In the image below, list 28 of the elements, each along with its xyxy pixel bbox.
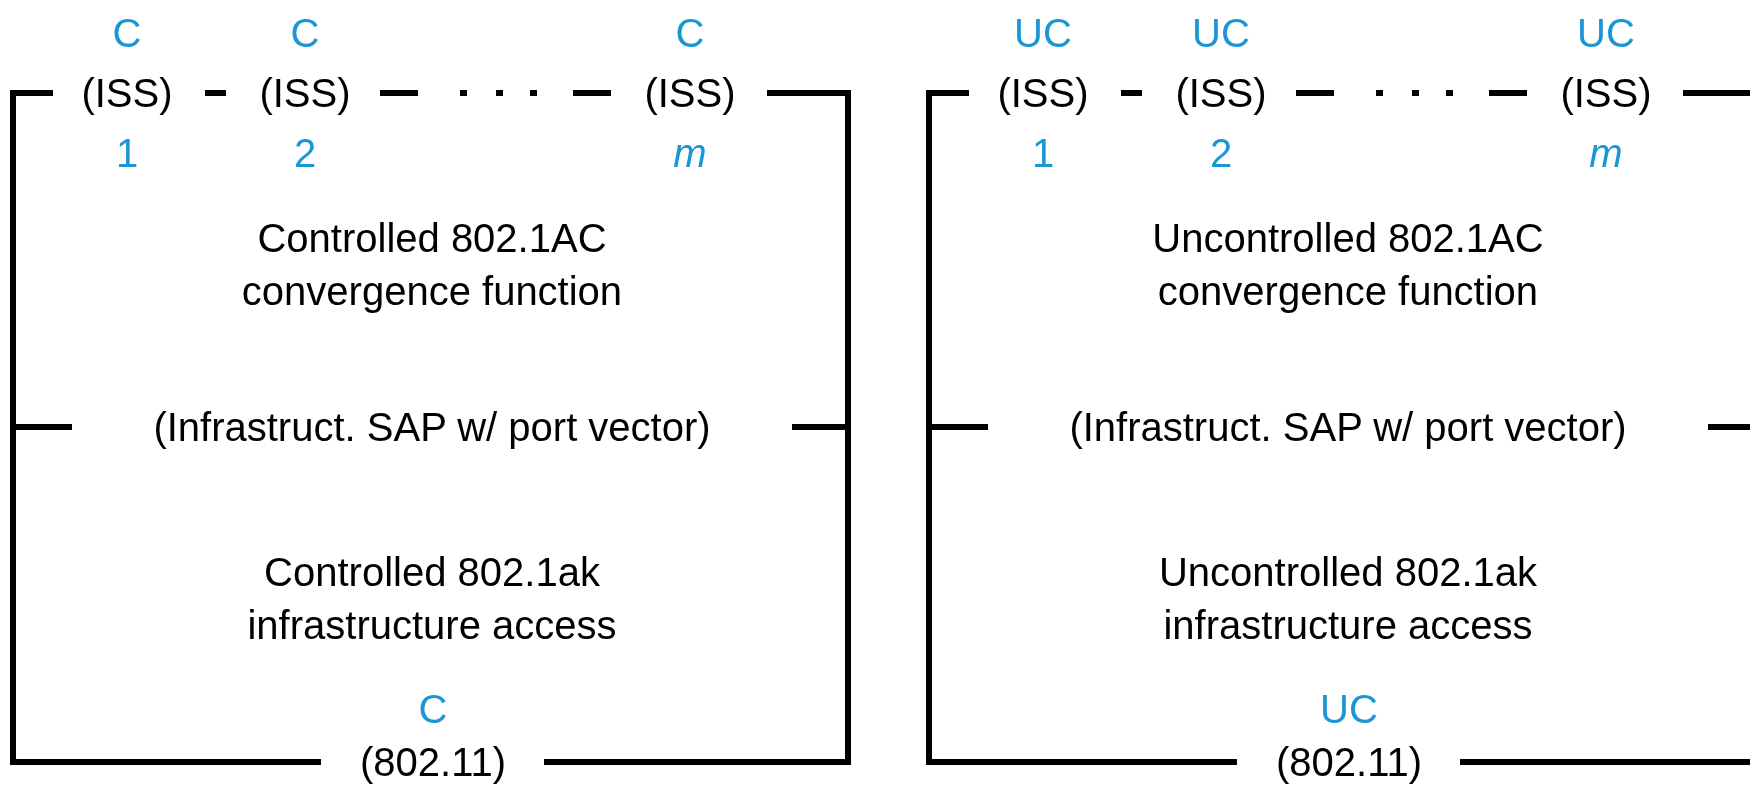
port-number: 2 bbox=[1209, 130, 1233, 177]
port-number: m bbox=[673, 130, 707, 177]
port-type-label: UC bbox=[1577, 10, 1635, 57]
function-label: Uncontrolled 802.1AC convergence function bbox=[1151, 215, 1545, 315]
port-label: (ISS) bbox=[1560, 70, 1652, 117]
port-type-label: C bbox=[418, 686, 448, 733]
port-type-label: UC bbox=[1320, 686, 1378, 733]
port-label: (ISS) bbox=[644, 70, 736, 117]
function-label: Controlled 802.1ak infrastructure access bbox=[246, 549, 618, 649]
port-type-label: C bbox=[290, 10, 320, 57]
port-label: (ISS) bbox=[259, 70, 351, 117]
port-type-label: C bbox=[675, 10, 705, 57]
port-type-label: UC bbox=[1014, 10, 1072, 57]
port-number: 1 bbox=[1031, 130, 1055, 177]
port-number: m bbox=[1589, 130, 1623, 177]
port-label: (ISS) bbox=[1175, 70, 1267, 117]
port-type-label: C bbox=[112, 10, 142, 57]
sap-label: (Infrastruct. SAP w/ port vector) bbox=[153, 404, 711, 451]
sap-label: (Infrastruct. SAP w/ port vector) bbox=[1069, 404, 1627, 451]
function-label: Controlled 802.1AC convergence function bbox=[240, 215, 624, 315]
port-label: (ISS) bbox=[81, 70, 173, 117]
port-label: (802.11) bbox=[1276, 739, 1422, 785]
port-type-label: UC bbox=[1192, 10, 1250, 57]
port-label: (802.11) bbox=[360, 739, 506, 785]
port-label: (ISS) bbox=[997, 70, 1089, 117]
port-number: 2 bbox=[293, 130, 317, 177]
function-label: Uncontrolled 802.1ak infrastructure access bbox=[1158, 549, 1538, 649]
port-number: 1 bbox=[115, 130, 139, 177]
